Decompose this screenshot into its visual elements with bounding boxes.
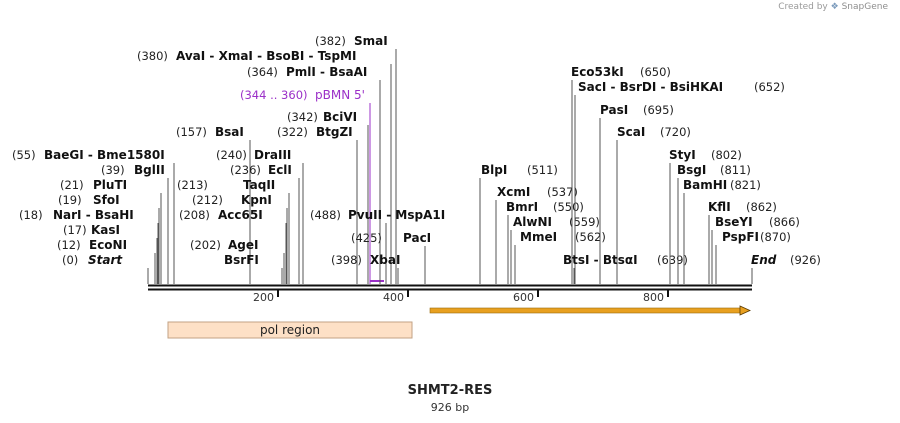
site-name: BmrI (506, 200, 538, 214)
site-name: AvaI - XmaI - BsoBI - TspMI (176, 49, 356, 63)
site-position: (240) (216, 148, 247, 162)
credit-brand: SnapGene (841, 2, 888, 12)
site-position: (695) (643, 103, 674, 117)
site-position: (322) (277, 125, 308, 139)
site-position: (425) (351, 231, 382, 245)
pol-region-box (167, 321, 413, 339)
site-name: BamHI (683, 178, 727, 192)
site-position: (870) (760, 230, 791, 244)
site-position: (537) (547, 185, 578, 199)
site-position: (364) (247, 65, 278, 79)
site-name: DraIII (254, 148, 291, 162)
orf-arrow-shaft (429, 307, 743, 314)
pol-region-label: pol region (260, 323, 320, 337)
site-position: (652) (754, 80, 785, 94)
site-position: (344 .. 360) (240, 88, 308, 102)
site-name: AgeI (228, 238, 258, 252)
site-name: EclI (268, 163, 292, 177)
site-position: (17) (63, 223, 87, 237)
site-name: NarI - BsaHI (53, 208, 134, 222)
site-name: SfoI (93, 193, 120, 207)
site-name: PvuII - MspA1I (348, 208, 445, 222)
site-name: SmaI (354, 34, 388, 48)
site-name: BsgI (677, 163, 706, 177)
site-name: EcoNI (89, 238, 127, 252)
site-position: (821) (730, 178, 761, 192)
site-name: PasI (600, 103, 628, 117)
snapgene-credit: Created by ❖ SnapGene (778, 2, 888, 12)
ruler-label: 600 (513, 291, 534, 304)
site-name: StyI (669, 148, 696, 162)
site-position: (202) (190, 238, 221, 252)
site-position: (382) (315, 34, 346, 48)
site-name: BsaI (215, 125, 244, 139)
site-position: (926) (790, 253, 821, 267)
site-name: PmlI - BsaAI (286, 65, 367, 79)
site-name: SacI - BsrDI - BsiHKAI (578, 80, 723, 94)
credit-prefix: Created by (778, 2, 828, 12)
site-name: KpnI (241, 193, 272, 207)
site-name: TaqII (243, 178, 275, 192)
site-name: PspFI (722, 230, 759, 244)
site-name: ScaI (617, 125, 645, 139)
site-name: XcmI (497, 185, 530, 199)
site-name: KasI (91, 223, 120, 237)
site-position: (639) (657, 253, 688, 267)
site-name: BtgZI (316, 125, 353, 139)
ruler-label: 400 (383, 291, 404, 304)
site-position: (157) (176, 125, 207, 139)
site-position: (55) (12, 148, 36, 162)
site-name: PacI (403, 231, 431, 245)
site-position: (236) (230, 163, 261, 177)
site-position: (342) (287, 110, 318, 124)
site-position: (650) (640, 65, 671, 79)
site-position: (862) (746, 200, 777, 214)
ruler-label: 200 (253, 291, 274, 304)
site-position: (212) (192, 193, 223, 207)
site-name: BsrFI (224, 253, 259, 267)
site-name: BlpI (481, 163, 507, 177)
sequence-name: SHMT2-RES (407, 383, 493, 398)
site-position: (19) (58, 193, 82, 207)
site-name: Eco53kI (571, 65, 624, 79)
site-name: BaeGI - Bme1580I (44, 148, 165, 162)
site-position: (18) (19, 208, 43, 222)
ruler-label: 800 (643, 291, 664, 304)
site-name: BglII (134, 163, 165, 177)
site-position: (550) (553, 200, 584, 214)
site-position: (511) (527, 163, 558, 177)
site-name: BtsI - BtsαI (563, 253, 638, 267)
site-position: (811) (720, 163, 751, 177)
site-position: (488) (310, 208, 341, 222)
site-name: End (751, 253, 777, 267)
site-position: (208) (179, 208, 210, 222)
site-name: BciVI (323, 110, 357, 124)
site-position: (720) (660, 125, 691, 139)
site-position: (213) (177, 178, 208, 192)
snapgene-logo-icon: ❖ (830, 2, 839, 12)
site-position: (0) (62, 253, 78, 267)
site-name: Start (88, 253, 123, 267)
site-name: AlwNI (513, 215, 552, 229)
site-name: PluTI (93, 178, 127, 192)
site-position: (562) (575, 230, 606, 244)
site-position: (12) (57, 238, 81, 252)
site-position: (802) (711, 148, 742, 162)
site-position: (559) (569, 215, 600, 229)
site-name: Acc65I (218, 208, 263, 222)
site-position: (21) (60, 178, 84, 192)
site-name: pBMN 5' (315, 88, 365, 102)
site-name: BseYI (715, 215, 753, 229)
sequence-length: 926 bp (430, 401, 470, 414)
orf-arrowhead-icon (739, 305, 751, 316)
site-name: KflI (708, 200, 731, 214)
site-position: (866) (769, 215, 800, 229)
site-position: (39) (101, 163, 125, 177)
site-position: (380) (137, 49, 168, 63)
site-position: (398) (331, 253, 362, 267)
site-name: XbaI (370, 253, 400, 267)
site-name: MmeI (520, 230, 557, 244)
